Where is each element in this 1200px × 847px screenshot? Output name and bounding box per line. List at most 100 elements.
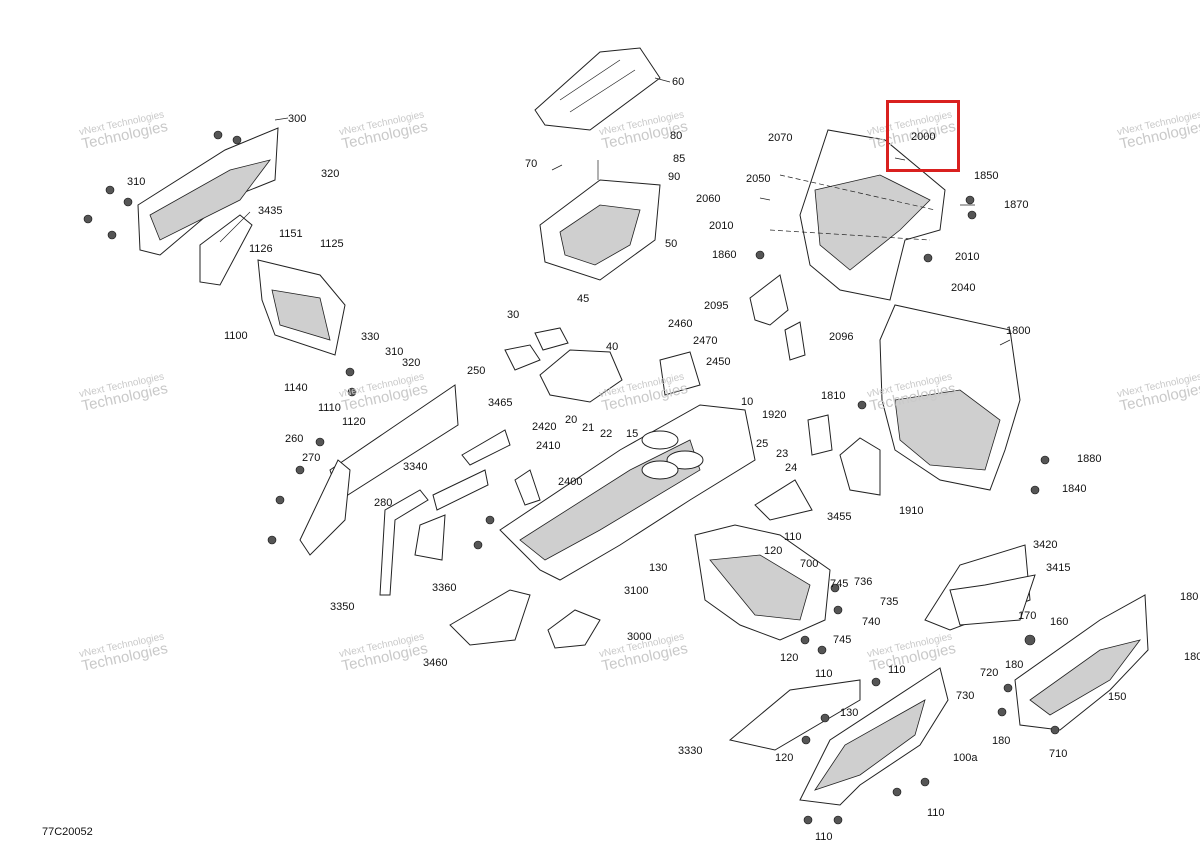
callout-21[interactable]: 21: [582, 422, 595, 434]
part-2095: [749, 274, 789, 326]
callout-2060[interactable]: 2060: [696, 193, 721, 205]
callout-2000[interactable]: 2000: [911, 131, 936, 143]
callout-1810[interactable]: 1810: [821, 390, 846, 402]
callout-3350[interactable]: 3350: [330, 601, 355, 613]
callout-20[interactable]: 20: [565, 414, 578, 426]
callout-25[interactable]: 25: [756, 438, 769, 450]
callout-3340[interactable]: 3340: [403, 461, 428, 473]
callout-2096[interactable]: 2096: [829, 331, 854, 343]
callout-180d[interactable]: 180: [992, 735, 1011, 747]
callout-700[interactable]: 700: [800, 558, 819, 570]
callout-120[interactable]: 120: [764, 545, 783, 557]
callout-1151[interactable]: 1151: [279, 228, 303, 240]
callout-735[interactable]: 735: [880, 596, 899, 608]
callout-180a[interactable]: 180: [1180, 591, 1199, 603]
callout-1120[interactable]: 1120: [342, 416, 366, 428]
callout-1880[interactable]: 1880: [1077, 453, 1102, 465]
callout-3435[interactable]: 3435: [258, 205, 283, 217]
callout-60[interactable]: 60: [672, 76, 685, 88]
callout-250[interactable]: 250: [467, 365, 486, 377]
callout-110b[interactable]: 110: [815, 668, 833, 680]
callout-3420[interactable]: 3420: [1033, 539, 1058, 551]
callout-1840[interactable]: 1840: [1062, 483, 1087, 495]
callout-120c[interactable]: 120: [775, 752, 794, 764]
callout-1125[interactable]: 1125: [320, 238, 344, 250]
callout-23[interactable]: 23: [776, 448, 789, 460]
callout-3000[interactable]: 3000: [627, 631, 652, 643]
callout-310b[interactable]: 310: [385, 346, 404, 358]
part-3465: [461, 429, 511, 466]
callout-2460[interactable]: 2460: [668, 318, 693, 330]
callout-3330[interactable]: 3330: [678, 745, 703, 757]
callout-280[interactable]: 280: [374, 497, 393, 509]
callout-320b[interactable]: 320: [402, 357, 421, 369]
callout-2400[interactable]: 2400: [558, 476, 583, 488]
callout-1800[interactable]: 1800: [1006, 325, 1031, 337]
callout-180b[interactable]: 180: [1184, 651, 1200, 663]
callout-2450[interactable]: 2450: [706, 356, 731, 368]
callout-300[interactable]: 300: [288, 113, 307, 125]
callout-90[interactable]: 90: [668, 171, 681, 183]
callout-24[interactable]: 24: [785, 462, 798, 474]
callout-1126[interactable]: 1126: [249, 243, 273, 255]
callout-2010b[interactable]: 2010: [955, 251, 980, 263]
callout-70[interactable]: 70: [525, 158, 538, 170]
callout-745b[interactable]: 745: [833, 634, 852, 646]
callout-3100[interactable]: 3100: [624, 585, 649, 597]
callout-2410[interactable]: 2410: [536, 440, 561, 452]
callout-160[interactable]: 160: [1050, 616, 1069, 628]
callout-3465[interactable]: 3465: [488, 397, 513, 409]
callout-40[interactable]: 40: [606, 341, 619, 353]
callout-130[interactable]: 130: [649, 562, 668, 574]
callout-50[interactable]: 50: [665, 238, 678, 250]
callout-110c[interactable]: 110: [888, 664, 906, 676]
callout-85[interactable]: 85: [673, 153, 686, 165]
callout-110e[interactable]: 110: [815, 831, 833, 843]
callout-10[interactable]: 10: [741, 396, 754, 408]
callout-310[interactable]: 310: [127, 176, 146, 188]
callout-3415[interactable]: 3415: [1046, 562, 1071, 574]
callout-1140[interactable]: 1140: [284, 382, 308, 394]
callout-2010[interactable]: 2010: [709, 220, 734, 232]
callout-1100[interactable]: 1100: [224, 330, 248, 342]
callout-710[interactable]: 710: [1049, 748, 1068, 760]
callout-3360[interactable]: 3360: [432, 582, 457, 594]
callout-100a[interactable]: 100a: [953, 752, 978, 764]
callout-150[interactable]: 150: [1108, 691, 1127, 703]
callout-80[interactable]: 80: [670, 130, 683, 142]
callout-745[interactable]: 745: [830, 578, 849, 590]
callout-1870[interactable]: 1870: [1004, 199, 1029, 211]
part-3360: [414, 514, 446, 561]
callout-45[interactable]: 45: [577, 293, 590, 305]
callout-740[interactable]: 740: [862, 616, 881, 628]
callout-22[interactable]: 22: [600, 428, 613, 440]
callout-260[interactable]: 260: [285, 433, 304, 445]
callout-2095[interactable]: 2095: [704, 300, 729, 312]
callout-720[interactable]: 720: [980, 667, 999, 679]
callout-320[interactable]: 320: [321, 168, 340, 180]
callout-3455[interactable]: 3455: [827, 511, 852, 523]
callout-120b[interactable]: 120: [780, 652, 799, 664]
callout-1860[interactable]: 1860: [712, 249, 737, 261]
callout-30[interactable]: 30: [507, 309, 520, 321]
callout-2070[interactable]: 2070: [768, 132, 793, 144]
callout-1850[interactable]: 1850: [974, 170, 999, 182]
callout-2050[interactable]: 2050: [746, 173, 771, 185]
callout-330[interactable]: 330: [361, 331, 380, 343]
callout-2040[interactable]: 2040: [951, 282, 976, 294]
callout-110[interactable]: 110: [784, 531, 802, 543]
callout-736[interactable]: 736: [854, 576, 873, 588]
callout-180c[interactable]: 180: [1005, 659, 1024, 671]
callout-2470[interactable]: 2470: [693, 335, 718, 347]
callout-270[interactable]: 270: [302, 452, 321, 464]
callout-1910[interactable]: 1910: [899, 505, 924, 517]
callout-130b[interactable]: 130: [840, 707, 859, 719]
callout-1110[interactable]: 1110: [318, 402, 341, 414]
callout-15[interactable]: 15: [626, 428, 639, 440]
callout-1920[interactable]: 1920: [762, 409, 787, 421]
callout-3460[interactable]: 3460: [423, 657, 448, 669]
callout-730[interactable]: 730: [956, 690, 975, 702]
callout-170[interactable]: 170: [1018, 610, 1037, 622]
callout-110d[interactable]: 110: [927, 807, 945, 819]
callout-2420[interactable]: 2420: [532, 421, 557, 433]
